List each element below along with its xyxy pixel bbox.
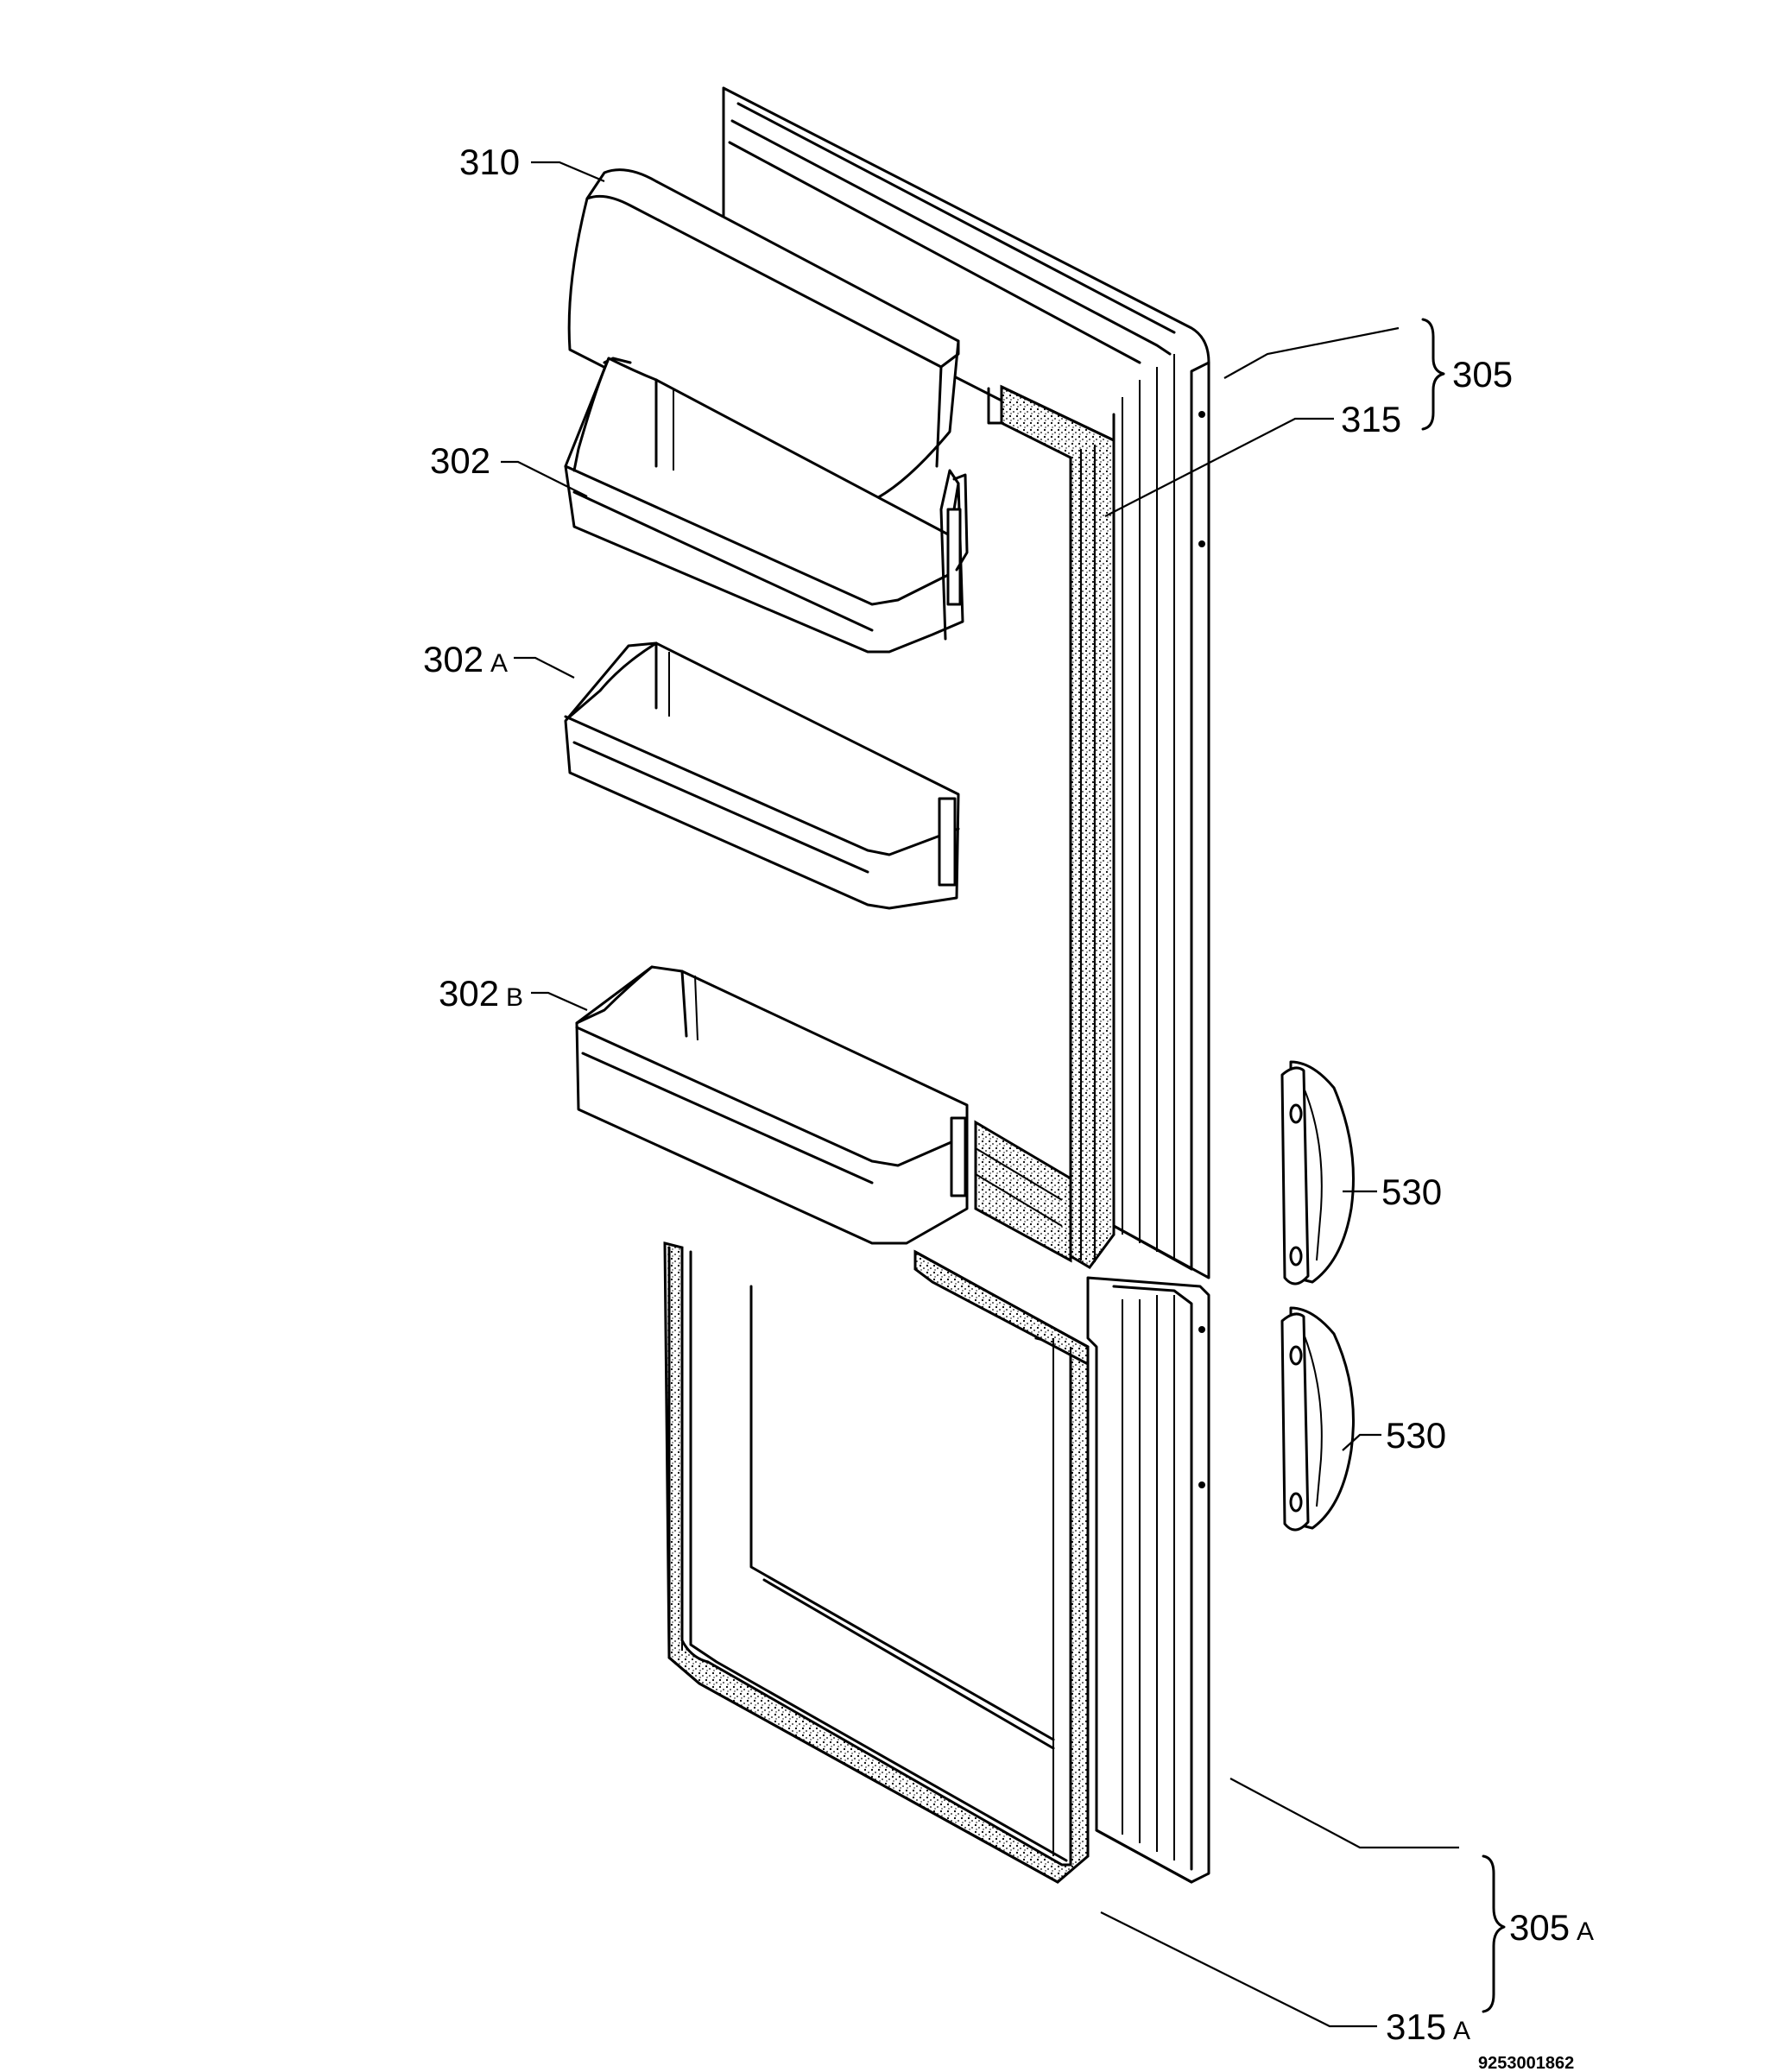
part-302b-door-shelf xyxy=(575,965,969,1245)
handle-530-bottom xyxy=(1280,1306,1355,1532)
leader-lines xyxy=(501,161,1459,2028)
document-number: 9253001862 xyxy=(1478,2054,1574,2072)
lower-door-panel xyxy=(1086,1276,1210,1884)
label-315a: 315 xyxy=(1386,2006,1446,2047)
part-310-dairy-cover xyxy=(567,168,960,502)
label-305a: 305 xyxy=(1509,1907,1570,1948)
handle-530-top xyxy=(1280,1060,1355,1286)
upper-door-gasket xyxy=(974,384,1116,1269)
lower-door-gasket xyxy=(663,1241,1090,1884)
label-302a-suffix: A xyxy=(490,649,508,678)
label-302: 302 xyxy=(430,440,490,481)
label-315a-suffix: A xyxy=(1453,2017,1470,2045)
label-305a-suffix: A xyxy=(1577,1917,1594,1946)
brace-305 xyxy=(1421,318,1445,431)
brace-305a xyxy=(1482,1854,1506,2013)
label-302a: 302 xyxy=(423,639,484,679)
label-530-top: 530 xyxy=(1381,1172,1442,1212)
label-302b: 302 xyxy=(439,973,499,1014)
label-315: 315 xyxy=(1341,399,1401,439)
part-302-door-shelf xyxy=(564,357,969,654)
label-310: 310 xyxy=(459,142,520,182)
label-305: 305 xyxy=(1452,354,1513,395)
part-302a-door-shelf xyxy=(564,641,960,910)
label-530-bottom: 530 xyxy=(1386,1415,1446,1456)
label-302b-suffix: B xyxy=(506,983,523,1012)
